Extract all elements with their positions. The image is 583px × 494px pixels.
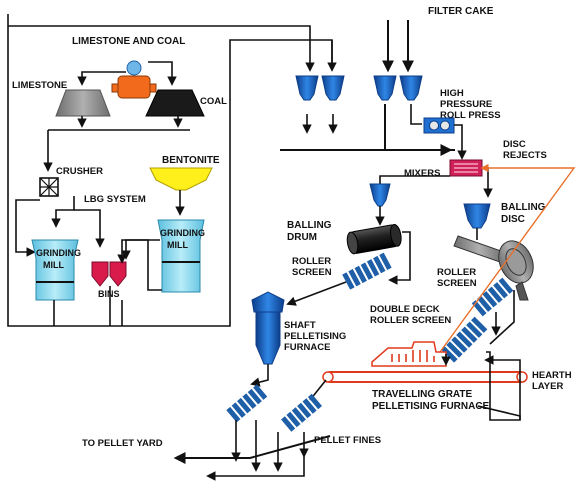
crusher-label: CRUSHER bbox=[56, 166, 103, 177]
high-pressure-roll-press bbox=[423, 117, 455, 134]
travelling-grate-conveyor bbox=[322, 371, 528, 383]
travelling-grate-label-1: TRAVELLING GRATE bbox=[372, 389, 473, 400]
bottom-screen-left bbox=[226, 384, 268, 423]
grinding-mill-right bbox=[157, 219, 205, 293]
mixer bbox=[449, 159, 483, 177]
hopper-4-out bbox=[410, 104, 422, 125]
bentonite-label: BENTONITE bbox=[162, 155, 220, 166]
grinding-mill-right-label-1: GRINDING bbox=[160, 228, 205, 238]
grinding-mill-left-label-1: GRINDING bbox=[36, 248, 81, 258]
grinding-mill-left bbox=[31, 239, 79, 301]
to-pellet-yard-label: TO PELLET YARD bbox=[82, 438, 163, 449]
roller-screen-right-label-2: SCREEN bbox=[437, 278, 477, 289]
balling-disc-label-2: DISC bbox=[501, 214, 525, 225]
travelling-grate-label-2: PELLETISING FURNACE bbox=[372, 401, 490, 412]
lc-split-left bbox=[77, 71, 126, 86]
lbg-system-label: LBG SYSTEM bbox=[84, 194, 146, 205]
grinding-mill-left-label-2: MILL bbox=[43, 260, 64, 270]
mixer-to-drum bbox=[379, 175, 450, 184]
drum-recycle-loop bbox=[388, 231, 411, 285]
mill-to-bins bbox=[121, 239, 160, 252]
shaft-furnace-out bbox=[250, 364, 269, 387]
limestone-coal-crusher bbox=[111, 60, 157, 99]
balling-drum bbox=[346, 223, 402, 255]
bins bbox=[91, 261, 127, 287]
lc-split-right bbox=[148, 61, 177, 86]
roller-screen-left-label-1: ROLLER bbox=[292, 256, 331, 267]
disc-rejects-label-1: DISC bbox=[503, 139, 526, 150]
mixers-label: MIXERS bbox=[404, 168, 440, 179]
roller-screen-right bbox=[471, 277, 514, 317]
lbg-to-bins bbox=[74, 209, 105, 248]
roll-press-to-mixer bbox=[454, 124, 467, 160]
roller-screen-right-label-1: ROLLER bbox=[437, 267, 476, 278]
grinding-mill-right-label-2: MILL bbox=[167, 240, 188, 250]
bottom-screen-right bbox=[281, 393, 322, 432]
drum-feed-hopper bbox=[369, 183, 391, 207]
mixer-to-disc bbox=[482, 167, 493, 198]
limestone-pile bbox=[55, 89, 111, 117]
pellet-fines-line bbox=[206, 456, 305, 481]
filter-cake-label: FILTER CAKE bbox=[428, 6, 494, 17]
right-screen-to-ddrs bbox=[489, 290, 515, 345]
disc-rejects-return bbox=[439, 163, 576, 353]
shaft-furnace-label-2: PELLETISING bbox=[284, 331, 346, 342]
right-mill-to-bins bbox=[121, 239, 162, 291]
hearth-layer-return bbox=[484, 355, 521, 420]
hprp-label-3: ROLL PRESS bbox=[440, 110, 501, 121]
bentonite-hopper bbox=[149, 167, 213, 191]
shaft-furnace-label-3: FURNACE bbox=[284, 342, 330, 353]
hprp-label-1: HIGH bbox=[440, 88, 464, 99]
limestone-and-coal-label: LIMESTONE AND COAL bbox=[72, 36, 185, 47]
roller-screen-left-label-2: SCREEN bbox=[292, 267, 332, 278]
balling-disc-label-1: BALLING bbox=[501, 202, 546, 213]
feed-hopper-3 bbox=[373, 75, 397, 101]
double-deck-roller-screen bbox=[441, 316, 488, 363]
coal-label: COAL bbox=[200, 96, 227, 107]
disc-rejects-label-2: REJECTS bbox=[503, 150, 547, 161]
bins-label: BINS bbox=[98, 289, 120, 299]
shaft-furnace-label-1: SHAFT bbox=[284, 320, 316, 331]
screen-to-shaft-furnace bbox=[286, 281, 347, 306]
hearth-layer-loop bbox=[477, 351, 521, 421]
ddrs-label-1: DOUBLE DECK bbox=[370, 304, 440, 315]
balling-drum-label-2: DRUM bbox=[287, 232, 317, 243]
coal-pile bbox=[145, 89, 205, 117]
shaft-pelletising-furnace bbox=[251, 291, 285, 365]
balling-drum-label-1: BALLING bbox=[287, 220, 332, 231]
roller-screen-left bbox=[342, 252, 392, 290]
feed-hopper-4 bbox=[399, 75, 423, 101]
disc-feed-hopper bbox=[463, 203, 491, 229]
limestone-label: LIMESTONE bbox=[12, 80, 67, 91]
pellet-fines-label: PELLET FINES bbox=[314, 435, 381, 446]
feed-hopper-2 bbox=[321, 75, 345, 101]
hprp-label-2: PRESSURE bbox=[440, 99, 492, 110]
to-pellet-yard-line bbox=[173, 435, 331, 464]
ddrs-label-2: ROLLER SCREEN bbox=[370, 315, 451, 326]
travelling-grate-hood bbox=[371, 341, 447, 367]
hearth-layer-label-2: LAYER bbox=[532, 381, 563, 392]
crusher-to-mill bbox=[15, 199, 40, 257]
lbg-split bbox=[51, 196, 75, 228]
crusher-icon bbox=[39, 177, 59, 197]
hearth-layer-label-1: HEARTH bbox=[532, 370, 572, 381]
top-feed-line bbox=[8, 25, 315, 72]
feed-hopper-1 bbox=[295, 75, 319, 101]
